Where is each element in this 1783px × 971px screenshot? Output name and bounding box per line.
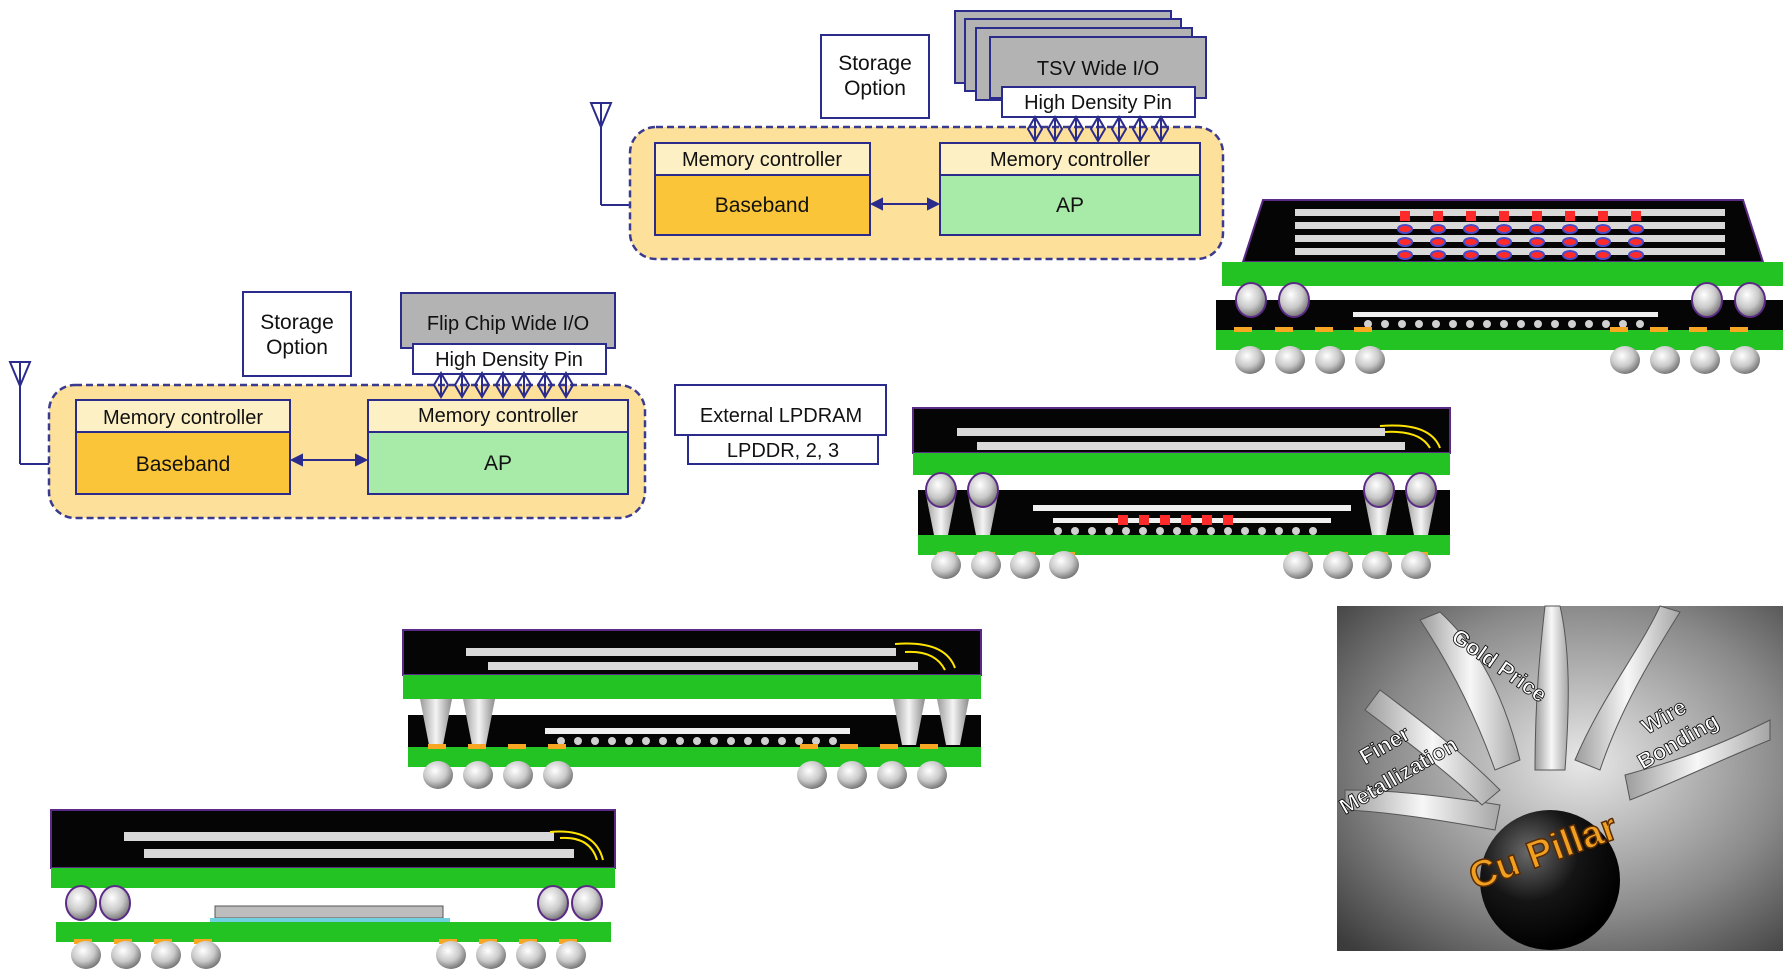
thin-die-pop-cross-section: [51, 810, 615, 969]
tsv-package-cross-section: [1216, 200, 1783, 374]
upper-system-diagram: Storage Option TSV Wide I/O High Density…: [591, 11, 1223, 259]
upper-ap-label: AP: [1056, 194, 1084, 217]
upper-storage-option-line1: Storage: [838, 52, 912, 75]
upper-ap-controller-label: Memory controller: [990, 149, 1150, 171]
upper-storage-option-line2: Option: [844, 77, 906, 100]
cu-pillar-bowling-image: Gold Price Finer Metallization Wire Bond…: [1335, 606, 1783, 951]
tsv-wide-io-label: TSV Wide I/O: [1037, 58, 1159, 80]
flip-chip-pop-cross-section: [913, 408, 1450, 579]
external-lpdram-title: External LPDRAM: [700, 405, 862, 427]
upper-high-density-pin-label: High Density Pin: [1024, 92, 1172, 114]
external-lpdram-subtitle: LPDDR, 2, 3: [727, 440, 839, 462]
lower-storage-option-line2: Option: [266, 336, 328, 359]
lower-system-diagram: Storage Option Flip Chip Wide I/O High D…: [10, 292, 645, 518]
lower-ap-label: AP: [484, 452, 512, 475]
lower-storage-option-line1: Storage: [260, 311, 334, 334]
lower-ap-controller-label: Memory controller: [418, 405, 578, 427]
upper-baseband-controller-label: Memory controller: [682, 149, 842, 171]
upper-baseband-label: Baseband: [715, 194, 810, 217]
wire-bond-pop-cross-section: [403, 630, 981, 789]
external-lpdram-box: External LPDRAM LPDDR, 2, 3: [675, 385, 886, 464]
lower-high-density-pin-label: High Density Pin: [435, 349, 583, 371]
lower-baseband-label: Baseband: [136, 453, 231, 476]
flip-chip-wide-io-label: Flip Chip Wide I/O: [427, 313, 589, 335]
lower-baseband-controller-label: Memory controller: [103, 407, 263, 429]
lower-storage-option-box: [243, 292, 351, 376]
